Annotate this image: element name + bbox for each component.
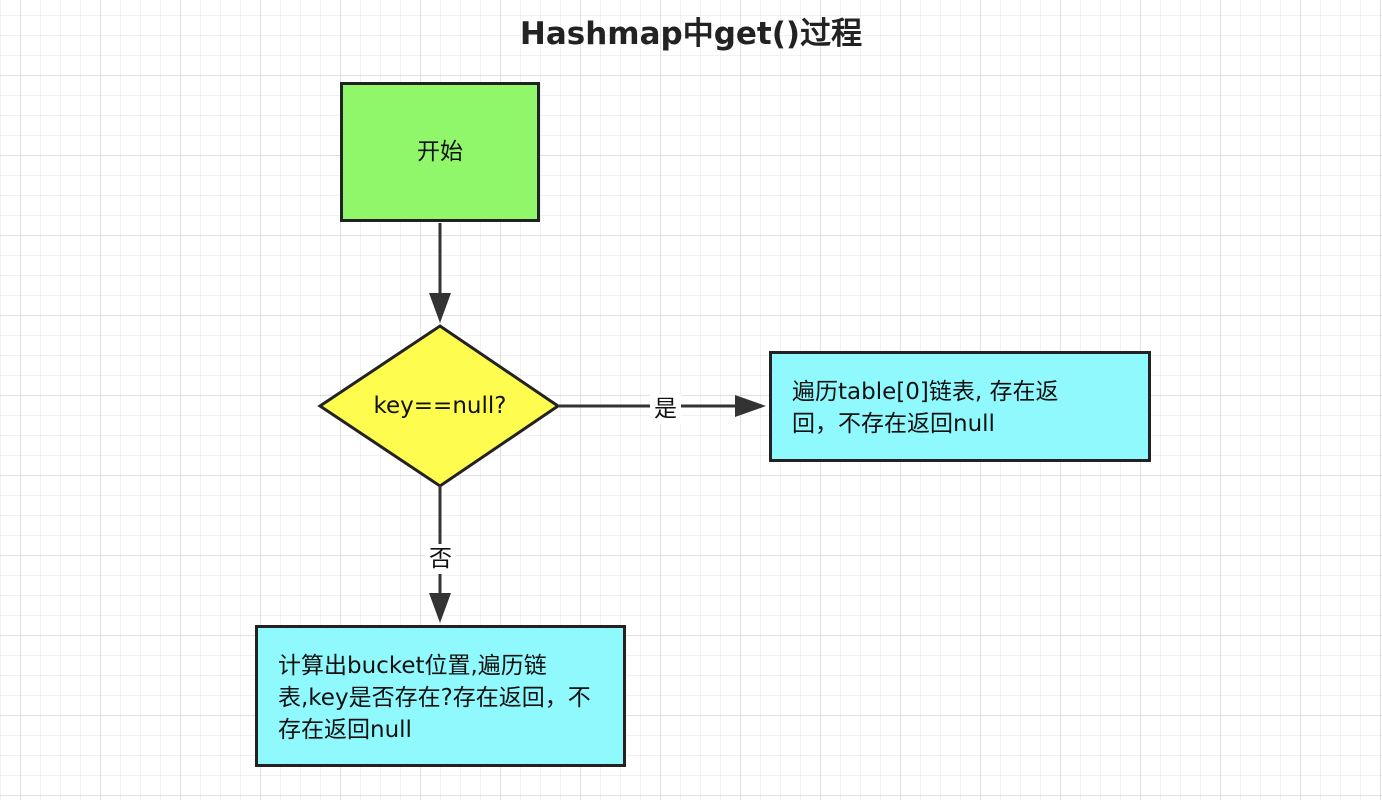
no-edge-label: 否 [425,544,456,574]
arrowhead-start-to-decision [429,293,451,323]
arrowhead-decision-to-yes [735,395,766,417]
no-branch-process-node: 计算出bucket位置,遍历链表,key是否存在?存在返回，不存在返回null [255,625,626,767]
start-node: 开始 [340,82,540,222]
no-branch-process-label: 计算出bucket位置,遍历链表,key是否存在?存在返回，不存在返回null [278,653,591,743]
diagram-title: Hashmap中get()过程 [519,16,863,52]
yes-branch-process-label: 遍历table[0]链表, 存在返回，不存在返回null [792,379,1059,437]
decision-node-label: key==null? [373,393,507,419]
start-node-label: 开始 [417,139,463,165]
yes-edge-label: 是 [650,394,681,424]
yes-branch-process-node: 遍历table[0]链表, 存在返回，不存在返回null [769,351,1151,462]
arrowhead-decision-to-no [429,593,451,623]
